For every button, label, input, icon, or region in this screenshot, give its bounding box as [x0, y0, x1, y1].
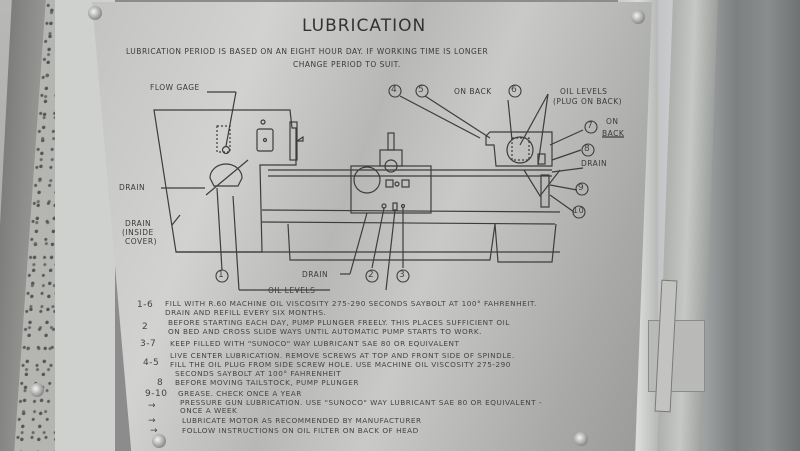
instruction-key-3-7: 3-7 — [140, 339, 157, 349]
callout-1: 1 — [218, 270, 225, 280]
label-on-back-6: ON BACK — [454, 87, 492, 96]
callout-2: 2 — [368, 270, 375, 280]
instruction-key-4-5: 4-5 — [143, 358, 160, 368]
instruction-2-line1: BEFORE STARTING EACH DAY, PUMP PLUNGER F… — [168, 318, 510, 327]
callout-10: 10 — [573, 206, 585, 215]
instruction-4-5-line3: SECONDS SAYBOLT AT 100° FAHRENHEIT — [175, 369, 342, 378]
label-drain-inside-1: DRAIN — [125, 219, 152, 228]
instruction-4-5-line1: LIVE CENTER LUBRICATION. REMOVE SCREWS A… — [170, 351, 515, 360]
screw-bottom-left — [152, 434, 166, 448]
instruction-1-6-line2: DRAIN AND REFILL EVERY SIX MONTHS. — [165, 308, 327, 317]
label-back-7: BACK — [602, 129, 625, 138]
instruction-motor-line1: LUBRICATE MOTOR AS RECOMMENDED BY MANUFA… — [182, 416, 422, 425]
label-drain-right: DRAIN — [581, 159, 608, 168]
callout-9: 9 — [578, 183, 585, 193]
label-flow-gage: FLOW GAGE — [150, 83, 200, 92]
instruction-key-1-6: 1-6 — [137, 300, 154, 310]
label-oil-levels-top: OIL LEVELS — [560, 87, 608, 96]
callout-4: 4 — [391, 85, 398, 95]
label-on-7: ON — [606, 117, 619, 126]
instruction-key-2: 2 — [142, 322, 149, 332]
arrow-icon-oil-filter: → — [150, 426, 159, 436]
instruction-key-9-10: 9-10 — [145, 389, 168, 399]
instruction-8-line1: BEFORE MOVING TAILSTOCK, PUMP PLUNGER — [175, 378, 359, 387]
instruction-pressure-gun-line2: ONCE A WEEK — [180, 406, 238, 415]
callout-3: 3 — [399, 270, 406, 280]
label-plug-on-back: (PLUG ON BACK) — [553, 97, 623, 106]
plate-subtitle-line1: LUBRICATION PERIOD IS BASED ON AN EIGHT … — [126, 47, 489, 56]
label-drain-carriage: DRAIN — [302, 270, 329, 279]
instruction-pressure-gun-line1: PRESSURE GUN LUBRICATION. USE "SUNOCO" W… — [180, 398, 543, 407]
instruction-4-5-line2: FILL THE OIL PLUG FROM SIDE SCREW HOLE. … — [170, 360, 511, 369]
screw-top-right — [631, 10, 645, 24]
lubrication-plate — [92, 2, 652, 451]
screw-bottom-right — [574, 432, 588, 446]
callout-6: 6 — [511, 85, 518, 95]
arrow-icon-motor: → — [148, 416, 157, 426]
plate-title: LUBRICATION — [302, 16, 427, 36]
callout-8: 8 — [584, 144, 591, 154]
instruction-9-10-line1: GREASE. CHECK ONCE A YEAR — [178, 389, 302, 398]
instruction-3-7-line1: KEEP FILLED WITH "SUNOCO" WAY LUBRICANT … — [170, 339, 460, 348]
label-oil-levels-bottom: OIL LEVELS — [268, 286, 316, 295]
instruction-1-6-line1: FILL WITH R.60 MACHINE OIL VISCOSITY 275… — [165, 299, 537, 308]
label-drain-inside-2: (INSIDE — [122, 228, 154, 237]
door-latch — [648, 279, 705, 413]
screw-left-panel — [30, 383, 44, 397]
screw-top-left — [88, 6, 102, 20]
label-drain-inside-3: COVER) — [125, 237, 158, 246]
instruction-oil-filter-line1: FOLLOW INSTRUCTIONS ON OIL FILTER ON BAC… — [182, 426, 419, 435]
callout-7: 7 — [587, 121, 594, 131]
label-drain-left: DRAIN — [119, 183, 146, 192]
callout-5: 5 — [418, 85, 425, 95]
plate-subtitle-line2: CHANGE PERIOD TO SUIT. — [293, 60, 401, 69]
instruction-2-line2: ON BED AND CROSS SLIDE WAYS UNTIL AUTOMA… — [168, 327, 482, 336]
instruction-key-8: 8 — [157, 378, 164, 388]
arrow-icon-pressure-gun: → — [148, 401, 157, 411]
